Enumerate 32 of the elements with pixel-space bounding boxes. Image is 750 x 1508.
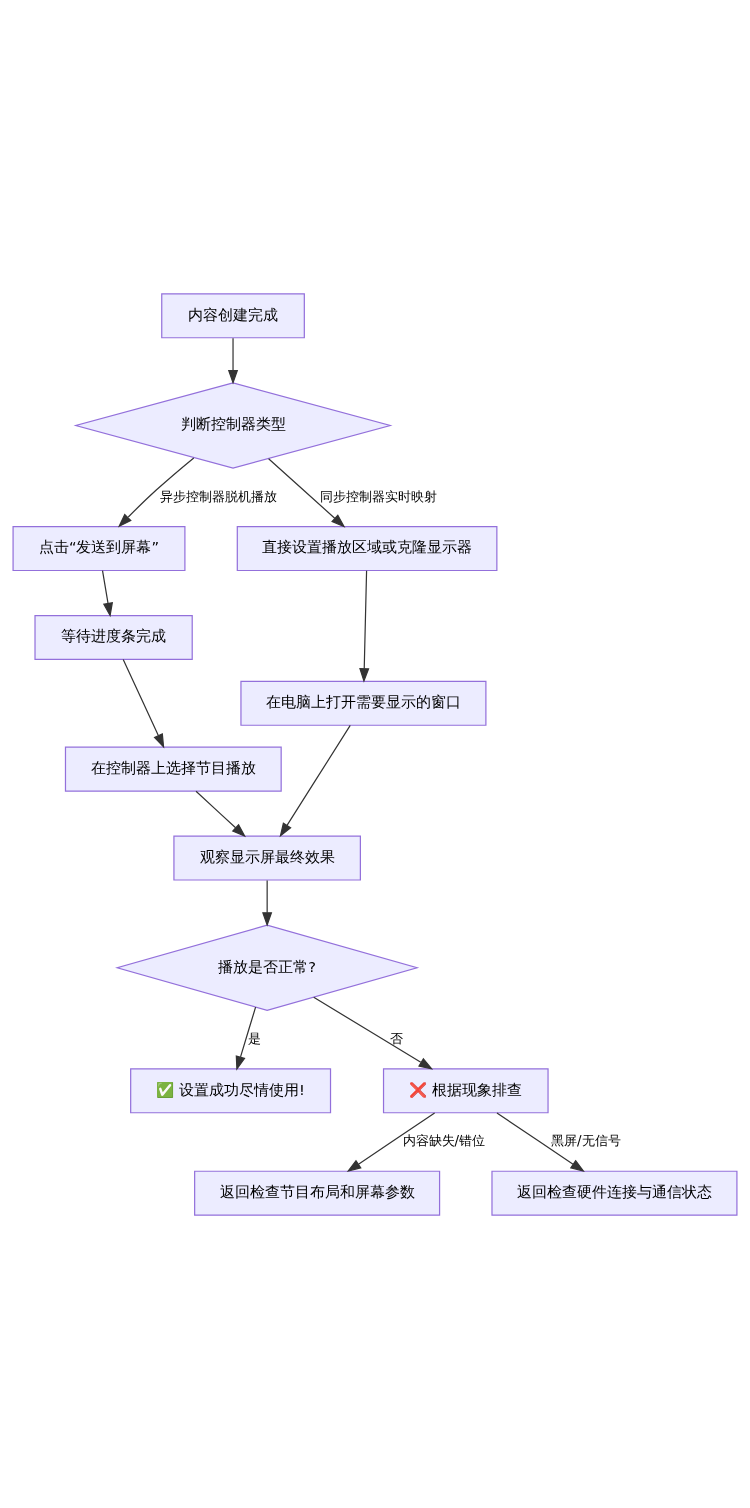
node-box: 点击“发送到屏幕”	[12, 525, 186, 571]
arrow	[122, 658, 165, 748]
edge-label: 内容缺失/错位	[402, 1132, 486, 1148]
arrow	[313, 996, 434, 1070]
edge-label: 是	[248, 1030, 262, 1046]
node-box: 内容创建完成	[161, 292, 305, 338]
edge-label: 否	[389, 1030, 403, 1046]
arrow	[496, 1111, 585, 1172]
edge-label: 同步控制器实时映射	[319, 488, 437, 504]
node-box: 观察显示屏最终效果	[173, 835, 361, 881]
node-box: 在电脑上打开需要显示的窗口	[240, 680, 487, 726]
arrow	[346, 1111, 436, 1172]
arrow	[359, 569, 370, 683]
node-diamond: 判断控制器类型	[73, 381, 393, 469]
node-box: 返回检查节目布局和屏幕参数	[194, 1170, 441, 1216]
node-box: 等待进度条完成	[34, 614, 193, 660]
node-box: ✅ 设置成功尽情使用!	[130, 1067, 332, 1113]
node-box: 返回检查硬件连接与通信状态	[491, 1170, 738, 1216]
arrow	[195, 790, 246, 837]
arrow	[279, 724, 351, 837]
arrow	[268, 457, 346, 528]
edge-label: 异步控制器脱机播放	[159, 488, 277, 504]
arrow	[227, 337, 239, 385]
arrow	[117, 456, 195, 527]
arrow	[101, 569, 114, 617]
node-box: ❌ 根据现象排查	[382, 1067, 549, 1113]
arrow	[262, 879, 273, 927]
edge-label: 黑屏/无信号	[551, 1132, 621, 1148]
arrow	[235, 1006, 257, 1071]
node-box: 在控制器上选择节目播放	[64, 746, 282, 792]
node-diamond: 播放是否正常?	[115, 923, 420, 1011]
node-box: 直接设置播放区域或克隆显示器	[236, 525, 498, 571]
